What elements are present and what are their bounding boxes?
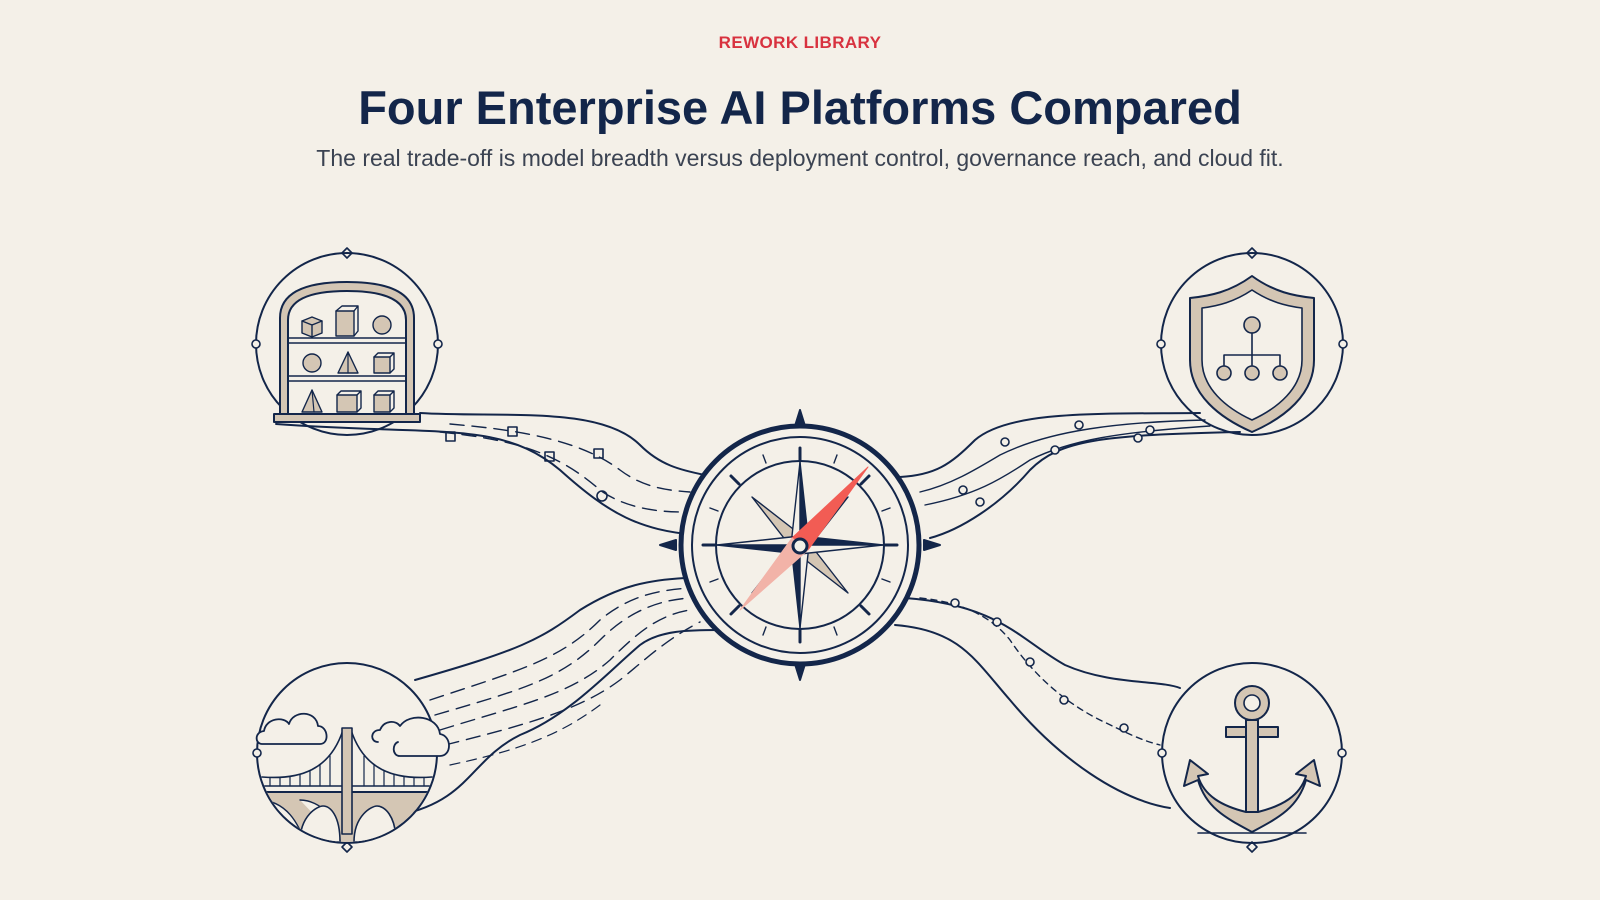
path-bottom-left	[399, 577, 721, 816]
eyebrow-label: REWORK LIBRARY	[718, 33, 882, 52]
model-shelf-icon	[251, 247, 443, 436]
governance-shield-icon	[1156, 247, 1348, 436]
page-title: Four Enterprise AI Platforms Compared	[358, 81, 1242, 134]
page-subtitle: The real trade-off is model breadth vers…	[316, 145, 1284, 171]
path-bottom-right	[894, 597, 1181, 809]
path-top-right	[899, 412, 1241, 539]
anchor-icon	[1157, 662, 1347, 853]
cloud-bridge-icon	[252, 662, 450, 853]
path-top-left	[275, 412, 706, 536]
compass-icon	[659, 409, 941, 681]
